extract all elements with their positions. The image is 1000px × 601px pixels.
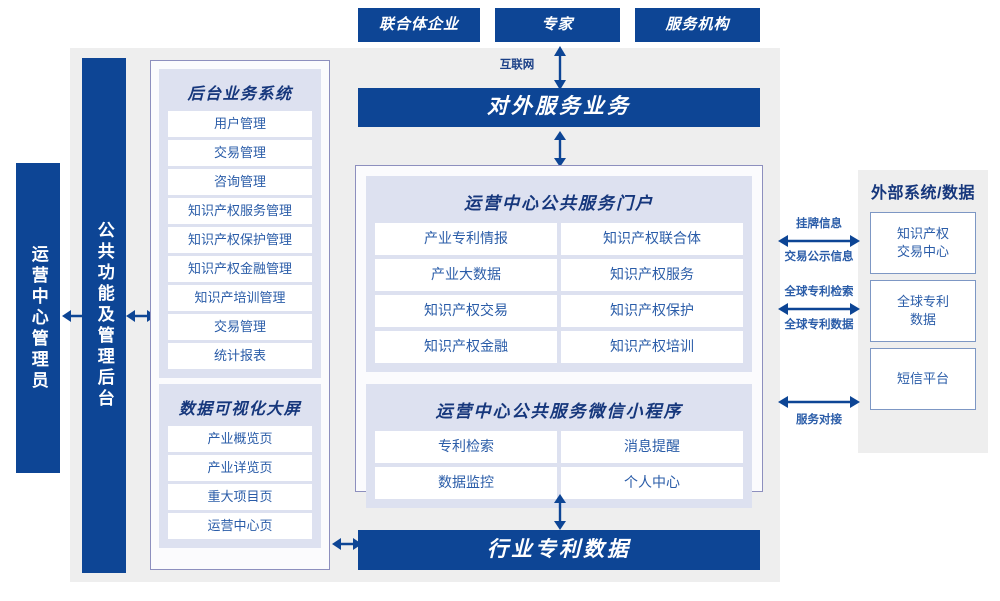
external-connector-1-arrow-icon	[778, 235, 860, 247]
backoffice-item[interactable]: 交易管理	[168, 314, 312, 340]
backend-systems-container: 后台业务系统 用户管理 交易管理 咨询管理 知识产权服务管理 知识产权保护管理 …	[150, 60, 330, 570]
actor-box-expert[interactable]: 专家	[495, 8, 620, 42]
external-connector-1-label-below: 交易公示信息	[784, 251, 854, 263]
backoffice-item[interactable]: 用户管理	[168, 111, 312, 137]
external-box-sms-platform[interactable]: 短信平台	[870, 348, 976, 410]
external-service-business-bar[interactable]: 对外服务业务	[358, 88, 760, 127]
dataviz-item[interactable]: 重大项目页	[168, 484, 312, 510]
internet-label: 互联网	[499, 59, 535, 71]
backoffice-item[interactable]: 知识产权服务管理	[168, 198, 312, 224]
industry-patent-data-bar[interactable]: 行业专利数据	[358, 530, 760, 570]
backoffice-item[interactable]: 统计报表	[168, 343, 312, 369]
portal-item[interactable]: 知识产权联合体	[561, 223, 743, 255]
miniprogram-item[interactable]: 消息提醒	[561, 431, 743, 463]
portal-item[interactable]: 知识产权保护	[561, 295, 743, 327]
dataviz-item[interactable]: 产业详览页	[168, 455, 312, 481]
miniprogram-item[interactable]: 个人中心	[561, 467, 743, 499]
portal-item[interactable]: 产业大数据	[375, 259, 557, 291]
external-box-ip-trading-center[interactable]: 知识产权交易中心	[870, 212, 976, 274]
portal-item[interactable]: 知识产权培训	[561, 331, 743, 363]
external-connector-2-label-below: 全球专利数据	[784, 319, 854, 331]
miniprogram-group: 运营中心公共服务微信小程序 专利检索 消息提醒 数据监控 个人中心	[366, 384, 752, 508]
portal-item[interactable]: 产业专利情报	[375, 223, 557, 255]
backoffice-group: 后台业务系统 用户管理 交易管理 咨询管理 知识产权服务管理 知识产权保护管理 …	[159, 69, 321, 378]
external-systems-panel: 外部系统/数据 知识产权交易中心 全球专利数据 短信平台	[858, 170, 988, 453]
dataviz-item[interactable]: 产业概览页	[168, 426, 312, 452]
miniprogram-item[interactable]: 专利检索	[375, 431, 557, 463]
public-function-admin-backend-bar[interactable]: 公共功能及管理后台	[82, 58, 126, 573]
external-box-global-patent-data[interactable]: 全球专利数据	[870, 280, 976, 342]
external-connector-1-label-above: 挂牌信息	[796, 218, 842, 230]
actor-box-union-enterprise[interactable]: 联合体企业	[358, 8, 480, 42]
actor-box-service-agency[interactable]: 服务机构	[635, 8, 760, 42]
backoffice-title: 后台业务系统	[187, 86, 293, 103]
portal-title: 运营中心公共服务门户	[464, 194, 654, 213]
external-systems-title: 外部系统/数据	[871, 185, 975, 202]
backoffice-item[interactable]: 咨询管理	[168, 169, 312, 195]
miniprogram-grid: 专利检索 消息提醒 数据监控 个人中心	[375, 431, 743, 499]
external-connector-3-label-below: 服务对接	[796, 414, 842, 426]
portal-item[interactable]: 知识产权服务	[561, 259, 743, 291]
dataviz-group: 数据可视化大屏 产业概览页 产业详览页 重大项目页 运营中心页	[159, 384, 321, 548]
external-connector-2-label-above: 全球专利检索	[784, 286, 854, 298]
portal-group: 运营中心公共服务门户 产业专利情报 知识产权联合体 产业大数据 知识产权服务 知…	[366, 176, 752, 372]
miniprogram-title: 运营中心公共服务微信小程序	[435, 402, 683, 421]
dataviz-item[interactable]: 运营中心页	[168, 513, 312, 539]
dataviz-title: 数据可视化大屏	[178, 401, 302, 418]
operation-center-admin-bar[interactable]: 运营中心管理员	[16, 163, 60, 473]
backoffice-item[interactable]: 知识产权保护管理	[168, 227, 312, 253]
external-connector-3-arrow-icon	[778, 396, 860, 408]
public-service-container: 运营中心公共服务门户 产业专利情报 知识产权联合体 产业大数据 知识产权服务 知…	[355, 165, 763, 508]
portal-grid: 产业专利情报 知识产权联合体 产业大数据 知识产权服务 知识产权交易 知识产权保…	[375, 223, 743, 363]
portal-item[interactable]: 知识产权金融	[375, 331, 557, 363]
miniprogram-item[interactable]: 数据监控	[375, 467, 557, 499]
backoffice-item[interactable]: 知识产培训管理	[168, 285, 312, 311]
backoffice-item[interactable]: 交易管理	[168, 140, 312, 166]
portal-item[interactable]: 知识产权交易	[375, 295, 557, 327]
external-connector-2-arrow-icon	[778, 303, 860, 315]
backoffice-item[interactable]: 知识产权金融管理	[168, 256, 312, 282]
